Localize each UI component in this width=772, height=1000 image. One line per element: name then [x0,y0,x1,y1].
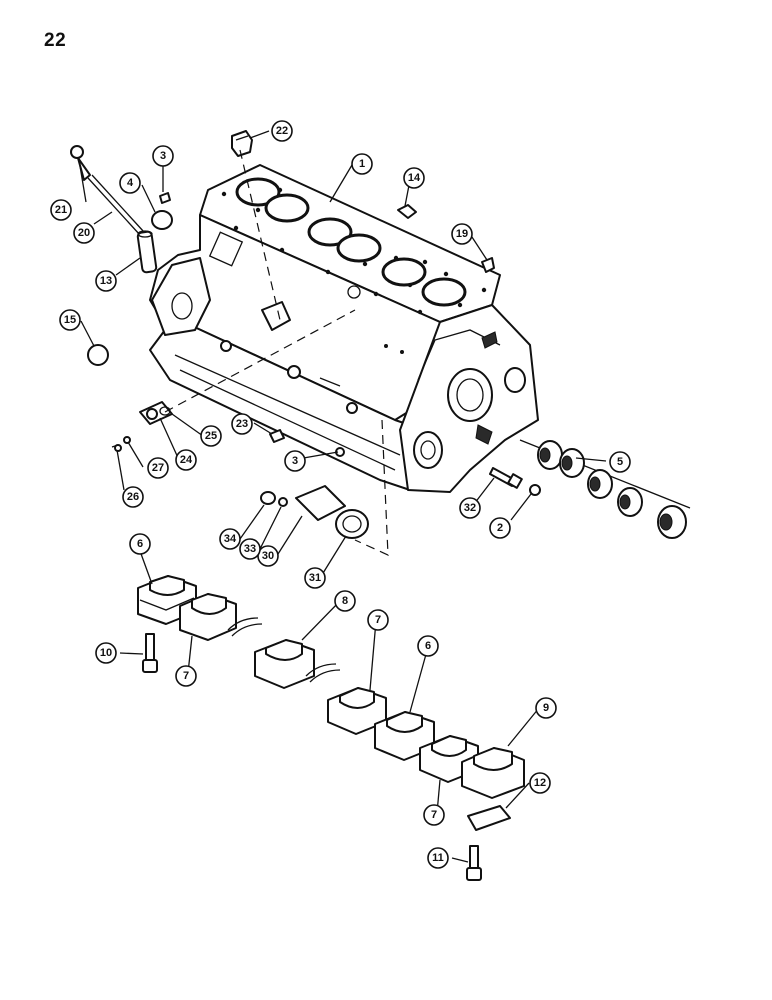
main-bearing-caps [137,575,525,799]
svg-text:23: 23 [236,418,248,430]
expansion-plug-14 [397,204,417,219]
bearing-cap-7-b [327,687,387,735]
callout-2: 2 [489,517,511,539]
svg-text:12: 12 [534,777,546,789]
callout-7-a: 7 [175,665,197,687]
washer-33 [278,497,288,507]
bearing-cap-7-a [179,593,237,641]
thrust-washer-b [305,663,337,677]
callout-12: 12 [529,772,551,794]
shim-12 [467,805,511,831]
svg-text:6: 6 [137,538,143,550]
svg-text:10: 10 [100,647,112,659]
plug-2 [529,484,541,496]
svg-text:15: 15 [64,314,76,326]
thrust-washer-a [227,617,259,631]
plug-3-upper [159,192,171,204]
svg-text:25: 25 [205,430,217,442]
svg-text:33: 33 [244,543,256,555]
main-bearing-bolt-11 [466,845,482,881]
plug-19 [481,257,495,273]
callout-3-upper: 3 [152,145,174,167]
callout-26: 26 [122,486,144,508]
callout-32: 32 [459,497,481,519]
callout-8: 8 [334,590,356,612]
svg-text:3: 3 [292,455,298,467]
svg-text:4: 4 [127,177,134,189]
bearing-cap-9-rear [461,747,525,799]
washer-27 [123,436,131,444]
callout-34: 34 [219,528,241,550]
plug-15 [87,344,109,366]
callout-3-lower: 3 [284,450,306,472]
page-number: 22 [44,30,67,51]
svg-text:7: 7 [183,670,189,682]
callout-19: 19 [451,223,473,245]
svg-text:13: 13 [100,275,112,287]
nut-34 [260,491,276,505]
plug-22 [231,130,253,157]
callout-11: 11 [427,847,449,869]
callout-10: 10 [95,642,117,664]
washer-25 [159,406,171,416]
callout-23: 23 [231,413,253,435]
cover-plate-30 [295,485,346,521]
callout-4: 4 [119,172,141,194]
callout-7-c: 7 [423,804,445,826]
svg-text:22: 22 [276,125,288,137]
callout-6-rear: 6 [417,635,439,657]
main-bearing-bolt-10 [142,633,158,673]
svg-text:24: 24 [180,454,193,466]
callout-13: 13 [95,270,117,292]
svg-text:7: 7 [375,614,381,626]
svg-text:6: 6 [425,640,431,652]
svg-text:34: 34 [224,533,237,545]
svg-text:32: 32 [464,502,476,514]
svg-text:7: 7 [431,809,437,821]
svg-text:27: 27 [152,462,164,474]
svg-text:11: 11 [432,852,444,864]
expansion-plug-4 [151,210,173,230]
dipstick-assembly [70,145,158,274]
cylinder-block [149,164,539,493]
callout-31: 31 [304,567,326,589]
callout-24: 24 [175,449,197,471]
callout-15: 15 [59,309,81,331]
svg-text:30: 30 [262,550,274,562]
bearing-cap-8 [254,639,315,689]
svg-text:19: 19 [456,228,468,240]
callout-14: 14 [403,167,425,189]
callout-21: 21 [50,199,72,221]
callout-1: 1 [351,153,373,175]
gasket-31 [335,509,369,539]
callout-20: 20 [73,222,95,244]
svg-text:31: 31 [309,572,321,584]
callout-25: 25 [200,425,222,447]
callout-22: 22 [271,120,293,142]
svg-text:9: 9 [543,702,549,714]
svg-text:3: 3 [160,150,166,162]
svg-text:8: 8 [342,595,348,607]
callout-30: 30 [257,545,279,567]
svg-text:5: 5 [617,456,623,468]
leader-lines [79,130,607,863]
callout-9: 9 [535,697,557,719]
svg-text:20: 20 [78,227,90,239]
callout-6-front: 6 [129,533,151,555]
bearing-cap-7-c [419,735,479,783]
callout-33: 33 [239,538,261,560]
svg-text:1: 1 [359,158,365,170]
callout-5: 5 [609,451,631,473]
svg-text:14: 14 [408,172,421,184]
callout-7-b: 7 [367,609,389,631]
svg-text:26: 26 [127,491,139,503]
fitting-23 [269,429,285,443]
svg-text:2: 2 [497,522,503,534]
callout-27: 27 [147,457,169,479]
camshaft-bearings-5 [519,439,691,539]
svg-text:21: 21 [55,204,67,216]
